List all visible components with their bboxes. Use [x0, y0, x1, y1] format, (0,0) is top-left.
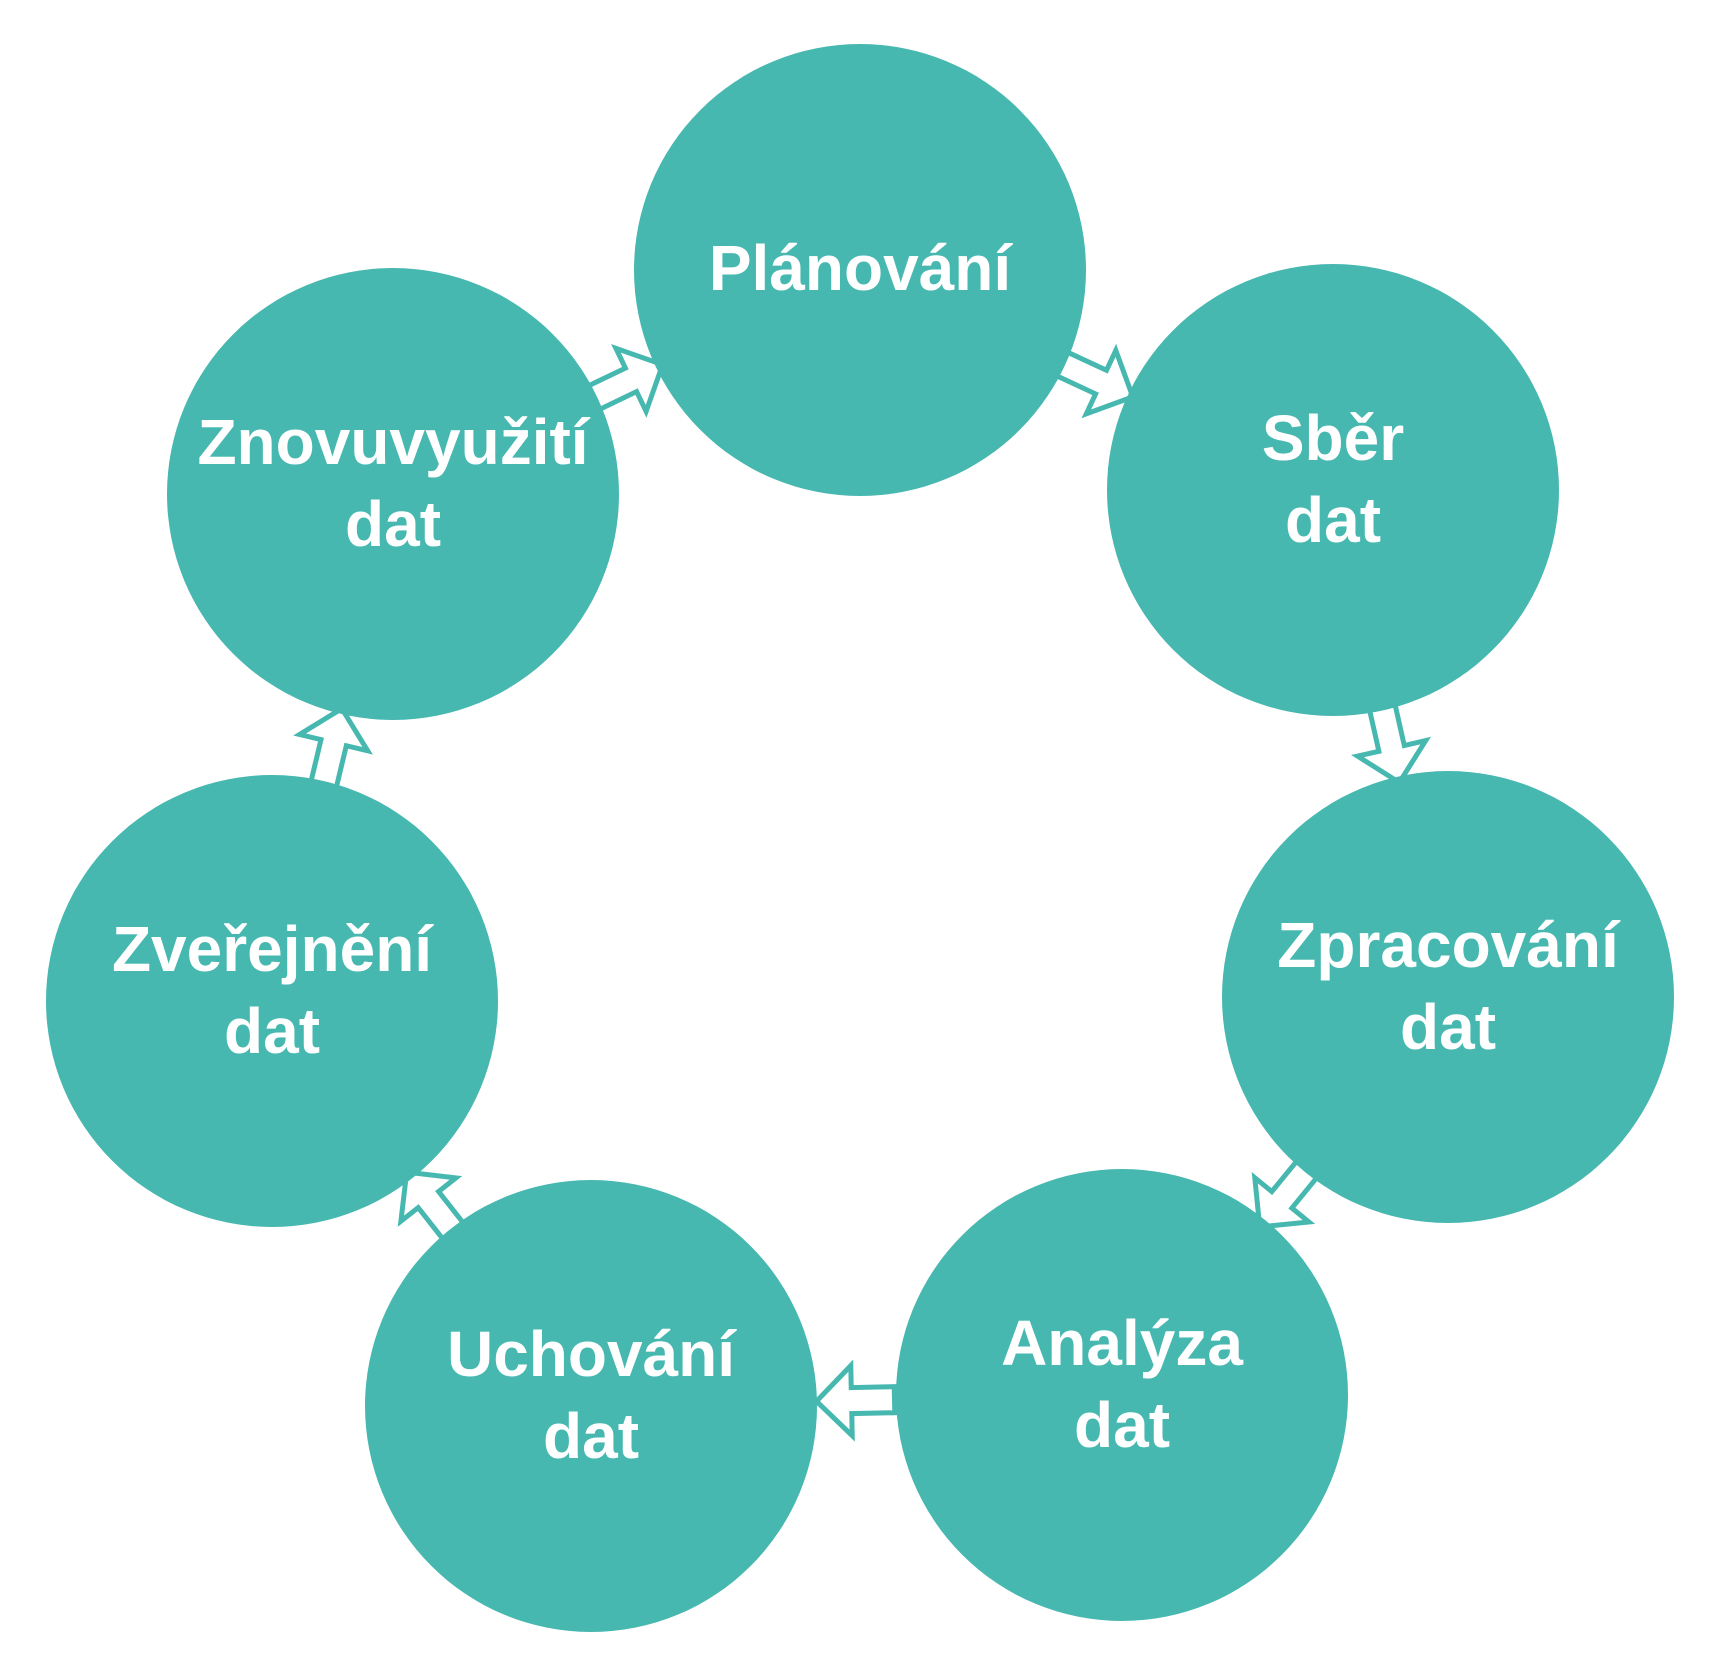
node-analyza: Analýza dat	[896, 1169, 1348, 1621]
arrow-uchovani-to-zverejneni-icon	[397, 1169, 469, 1245]
arrow-planovani-to-sber-icon	[1053, 343, 1137, 419]
arrow-zverejneni-to-znovuvyuziti-icon	[293, 705, 373, 791]
node-planovani: Plánování	[634, 44, 1086, 496]
node-circle	[896, 1169, 1348, 1621]
node-circle	[167, 268, 619, 720]
node-label-line: dat	[543, 1400, 639, 1472]
arrows-layer	[293, 343, 1432, 1442]
node-circle	[46, 775, 498, 1227]
node-circle	[365, 1180, 817, 1632]
node-label-line: Znovuvyužití	[197, 406, 590, 478]
node-label-line: dat	[345, 488, 441, 560]
arrow-analyza-to-uchovani-icon	[812, 1359, 898, 1442]
node-label-line: Zveřejnění	[112, 913, 434, 985]
nodes-layer: PlánováníSběrdatZpracovánídatAnalýzadatU…	[46, 44, 1674, 1632]
node-label-line: dat	[1400, 991, 1496, 1063]
arrow-znovuvyuziti-to-planovani-icon	[583, 343, 666, 418]
node-label-line: dat	[1285, 484, 1381, 556]
node-circle	[1222, 771, 1674, 1223]
node-zverejneni: Zveřejnění dat	[46, 775, 498, 1227]
node-label-line: Uchování	[447, 1318, 737, 1390]
node-circle	[1107, 264, 1559, 716]
node-label-line: Plánování	[709, 232, 1014, 304]
node-zpracovani: Zpracování dat	[1222, 771, 1674, 1223]
node-znovuvyuziti: Znovuvyužití dat	[167, 268, 619, 720]
arrow-sber-to-zpracovani-icon	[1351, 700, 1432, 786]
node-label-line: Zpracování	[1277, 909, 1621, 981]
node-uchovani: Uchování dat	[365, 1180, 817, 1632]
node-label-line: Sběr	[1262, 402, 1404, 474]
node-label-line: dat	[1074, 1389, 1170, 1461]
node-label-line: dat	[224, 995, 320, 1067]
arrow-zpracovani-to-analyza-icon	[1251, 1154, 1323, 1230]
node-circle	[634, 44, 1086, 496]
node-label-line: Analýza	[1001, 1307, 1243, 1379]
node-sber: Sběr dat	[1107, 264, 1559, 716]
